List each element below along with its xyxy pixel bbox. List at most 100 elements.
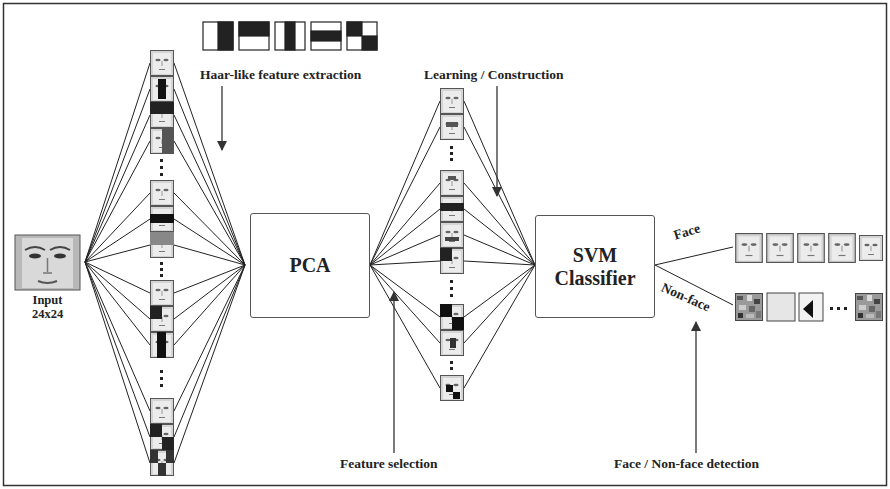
figure-shape	[150, 306, 162, 319]
figure-shape	[446, 385, 453, 392]
figure-shape	[150, 306, 174, 332]
figure-shape	[54, 254, 66, 259]
non-face-samples	[735, 293, 883, 321]
figure-shape	[160, 159, 163, 162]
figure-shape	[347, 22, 362, 36]
branch-label: Non-face	[659, 280, 713, 316]
figure-shape	[38, 281, 57, 283]
figure-shape	[150, 76, 174, 102]
figure-shape	[855, 293, 883, 321]
figure-shape	[43, 258, 52, 273]
figure-shape	[150, 280, 174, 306]
figure-shape	[150, 102, 174, 128]
figure-shape	[446, 122, 458, 127]
figure-shape	[150, 424, 162, 437]
figure-shape	[440, 114, 464, 140]
figure-shape	[450, 361, 453, 364]
figure-shape	[450, 280, 453, 283]
figure-shape	[203, 22, 233, 50]
figure-shape	[166, 450, 174, 463]
figure-shape	[448, 176, 456, 180]
figure-shape	[158, 79, 166, 99]
figure-shape	[347, 22, 377, 50]
classifier-box: SVM Classifier	[535, 215, 655, 318]
figure-shape	[275, 22, 305, 50]
figure-shape	[440, 222, 464, 248]
figure-shape	[362, 36, 377, 50]
figure-shape	[162, 437, 174, 450]
figure-shape	[837, 307, 840, 310]
figure-shape	[150, 450, 174, 476]
figure-shape	[311, 31, 341, 41]
figure-shape	[735, 293, 763, 321]
figure-shape	[150, 180, 174, 206]
figure-shape	[440, 196, 464, 222]
figure-shape	[844, 307, 847, 310]
figure-shape	[218, 22, 233, 50]
input-face-image	[15, 235, 80, 290]
pointer-arrows	[222, 86, 696, 453]
figure-shape	[160, 377, 163, 380]
figure-shape	[830, 307, 833, 310]
figure-shape	[828, 233, 856, 263]
figure-shape	[25, 247, 70, 250]
step-label: Haar-like feature extraction	[200, 67, 361, 83]
face-samples	[735, 233, 883, 263]
figure-shape	[735, 233, 763, 263]
figure-shape	[496, 86, 497, 196]
figure-shape	[160, 384, 163, 387]
haar-feature-icons	[203, 22, 377, 50]
selected-feature-column	[440, 88, 464, 401]
figure-shape	[160, 274, 163, 277]
figure-shape	[150, 232, 174, 245]
input-image: Input 24x24	[15, 235, 80, 290]
figure-shape	[440, 330, 464, 356]
figure-shape	[150, 214, 174, 223]
figure-shape	[150, 332, 174, 358]
figure-shape	[150, 128, 174, 154]
figure-shape	[29, 254, 41, 259]
figure-shape	[450, 338, 456, 348]
step-label: Learning / Construction	[424, 67, 564, 83]
figure-shape	[453, 392, 460, 399]
figure-shape	[239, 22, 269, 36]
step-label: Face / Non-face detection	[614, 456, 759, 472]
figure-shape	[803, 300, 813, 318]
figure-shape	[797, 233, 825, 263]
figure-shape	[859, 235, 883, 261]
figure-shape	[150, 232, 174, 258]
figure-shape	[440, 304, 452, 317]
figure-shape	[767, 293, 795, 321]
figure-shape	[450, 152, 453, 155]
figure-shape	[450, 146, 453, 149]
figure-shape	[160, 173, 163, 176]
figure-shape	[440, 304, 464, 330]
figure-shape	[450, 158, 453, 161]
figure-shape	[450, 294, 453, 297]
figure-shape	[799, 293, 823, 321]
figure-shape	[22, 238, 73, 288]
box-label: SVM Classifier	[540, 244, 650, 290]
figure-shape	[239, 22, 269, 50]
image-caption: Input 24x24	[22, 293, 74, 322]
figure-shape	[440, 375, 464, 401]
figure-shape	[158, 463, 166, 476]
figure-shape	[15, 235, 80, 290]
figure-shape	[157, 332, 166, 358]
figure-shape	[221, 86, 222, 150]
figure-shape	[150, 50, 174, 76]
figure-shape	[450, 367, 453, 370]
figure-shape	[150, 102, 174, 114]
pca-box: PCA	[250, 213, 370, 318]
figure-shape	[440, 170, 464, 196]
haar-feature-column	[150, 50, 174, 476]
step-label: Feature selection	[340, 456, 438, 472]
figure-shape	[162, 128, 174, 154]
figure-shape	[445, 237, 459, 241]
figure-shape	[311, 22, 341, 50]
figure-shape	[150, 206, 174, 232]
figure-shape	[695, 322, 696, 453]
figure-shape	[160, 262, 163, 265]
figure-shape	[452, 317, 464, 330]
